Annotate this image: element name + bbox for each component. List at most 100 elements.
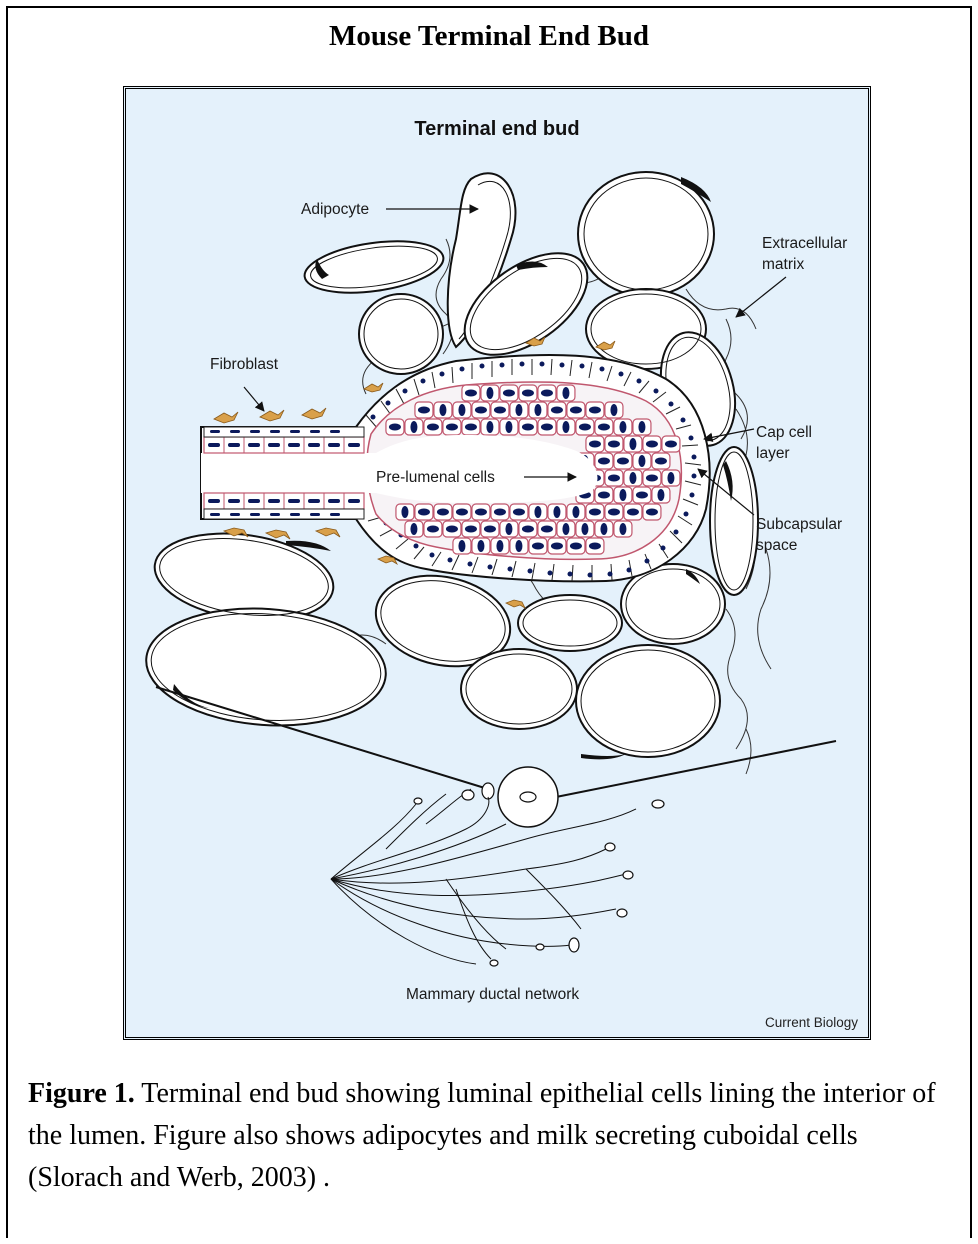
cell-nucleus [617, 458, 629, 465]
cell-nucleus [655, 458, 667, 465]
cell-nucleus [638, 421, 645, 433]
cell-nucleus [484, 526, 496, 533]
cell-nucleus [629, 472, 636, 484]
cell-nucleus [465, 526, 477, 533]
cell-nucleus [522, 424, 534, 431]
cell-nucleus [589, 543, 601, 550]
cell-nucleus [494, 407, 506, 414]
cell-nucleus [446, 424, 458, 431]
cell-nucleus [570, 407, 582, 414]
cell-nucleus [458, 404, 465, 416]
cell-nucleus [477, 540, 484, 552]
diagram-title: Terminal end bud [414, 118, 579, 140]
cell-nucleus [534, 404, 541, 416]
cell-nucleus [579, 424, 591, 431]
cell-nucleus [486, 421, 493, 433]
label-mammary-ductal-network: Mammary ductal network [406, 986, 579, 1003]
cell-nucleus [522, 526, 534, 533]
cell-nucleus [427, 424, 439, 431]
cell-nucleus [515, 404, 522, 416]
cell-nucleus [598, 492, 610, 499]
adipocyte-cell [301, 233, 446, 300]
caption-label: Figure 1. [28, 1078, 135, 1109]
cell-nucleus [505, 523, 512, 535]
cell-nucleus [475, 509, 487, 516]
cell-nucleus [619, 523, 626, 535]
label-extracellular-matrix-line2: matrix [762, 256, 804, 273]
cell-nucleus [410, 523, 417, 535]
cell-nucleus [534, 506, 541, 518]
cell-nucleus [619, 421, 626, 433]
cell-nucleus [589, 441, 601, 448]
figure-caption: Figure 1. Terminal end bud showing lumin… [28, 1073, 948, 1199]
cell-nucleus [646, 509, 658, 516]
terminal-end-bud-diagram: Terminal end bud [126, 89, 868, 1037]
label-subcapsular-space-line1: Subcapsular [756, 516, 842, 533]
cell-nucleus [541, 424, 553, 431]
cell-nucleus [598, 424, 610, 431]
adipocyte-cell [142, 601, 390, 733]
cell-nucleus [522, 390, 534, 397]
cell-nucleus [572, 506, 579, 518]
cell-nucleus [562, 387, 569, 399]
label-adipocyte: Adipocyte [301, 201, 369, 218]
cell-nucleus [505, 421, 512, 433]
cell-nucleus [465, 424, 477, 431]
cell-nucleus [665, 441, 677, 448]
cell-nucleus [427, 526, 439, 533]
cell-nucleus [551, 407, 563, 414]
cell-nucleus [541, 526, 553, 533]
caption-text: Terminal end bud showing luminal epithel… [28, 1078, 936, 1193]
cell-nucleus [389, 424, 401, 431]
cell-nucleus [494, 509, 506, 516]
adipocyte-cell [461, 649, 577, 729]
cell-nucleus [446, 526, 458, 533]
label-cap-cell-layer-line1: Cap cell [756, 424, 812, 441]
cell-nucleus [503, 390, 515, 397]
label-fibroblast: Fibroblast [210, 356, 279, 373]
cell-nucleus [598, 458, 610, 465]
cell-nucleus [638, 455, 645, 467]
cell-nucleus [496, 540, 503, 552]
figure-panel: Terminal end bud [123, 86, 871, 1040]
cell-nucleus [410, 421, 417, 433]
cell-nucleus [513, 509, 525, 516]
cell-nucleus [418, 509, 430, 516]
cell-nucleus [562, 523, 569, 535]
adipocyte-cell [518, 595, 622, 651]
cell-nucleus [627, 509, 639, 516]
cell-nucleus [465, 390, 477, 397]
cell-nucleus [475, 407, 487, 414]
adipocyte-cell [359, 294, 443, 374]
cell-nucleus [608, 509, 620, 516]
adipocyte-cell [710, 447, 758, 595]
cell-nucleus [629, 438, 636, 450]
cell-nucleus [401, 506, 408, 518]
page-title: Mouse Terminal End Bud [0, 20, 978, 53]
cell-nucleus [437, 509, 449, 516]
cell-nucleus [553, 506, 560, 518]
cell-nucleus [458, 540, 465, 552]
cell-nucleus [608, 441, 620, 448]
mammary-ductal-network [156, 687, 836, 966]
cell-nucleus [418, 407, 430, 414]
label-pre-lumenal-cells: Pre-lumenal cells [376, 469, 495, 486]
label-extracellular-matrix-line1: Extracellular [762, 235, 847, 252]
label-cap-cell-layer-line2: layer [756, 445, 790, 462]
cell-nucleus [646, 441, 658, 448]
cell-nucleus [667, 472, 674, 484]
cell-nucleus [562, 421, 569, 433]
cell-nucleus [570, 543, 582, 550]
cell-nucleus [646, 475, 658, 482]
cell-nucleus [589, 407, 601, 414]
cell-nucleus [600, 523, 607, 535]
label-subcapsular-space-line2: space [756, 537, 797, 554]
cell-nucleus [636, 492, 648, 499]
figure-credit: Current Biology [765, 1015, 858, 1030]
cell-nucleus [551, 543, 563, 550]
cell-nucleus [608, 475, 620, 482]
cell-nucleus [439, 404, 446, 416]
cell-nucleus [610, 404, 617, 416]
cell-nucleus [486, 387, 493, 399]
adipocyte-cell [576, 645, 720, 757]
